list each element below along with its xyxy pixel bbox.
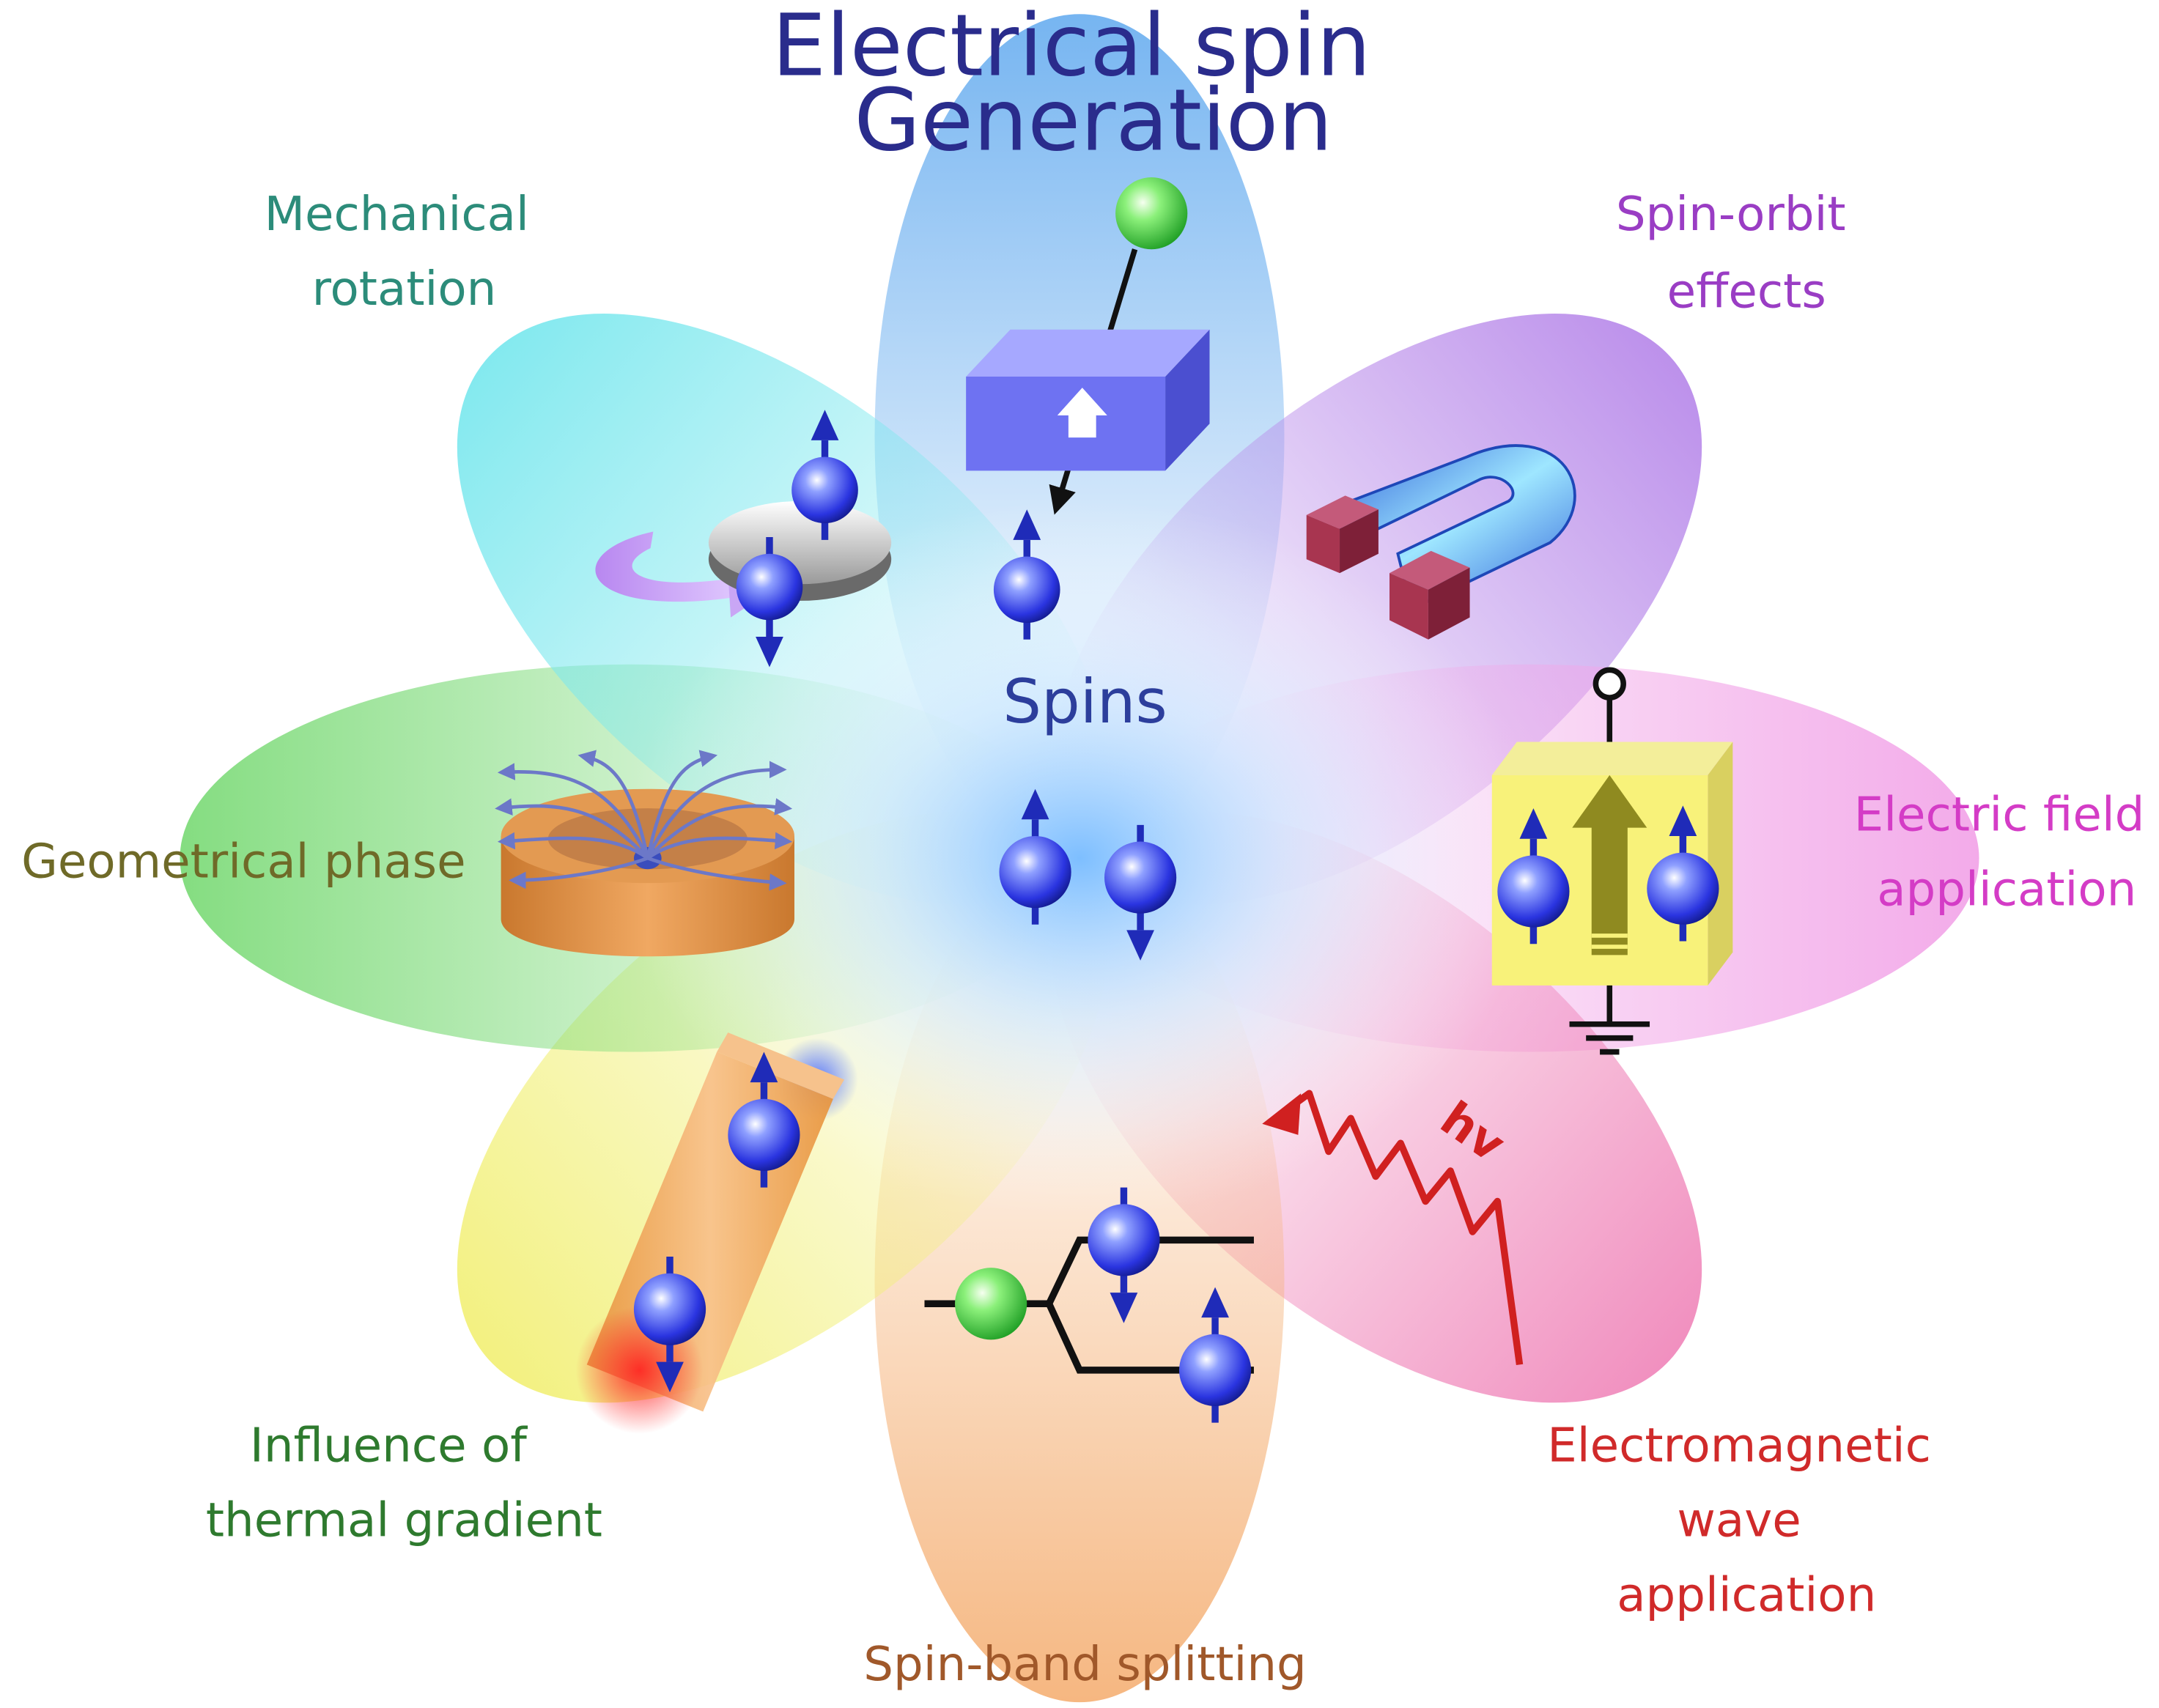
label-thermal-gradient: Influence of thermal gradient <box>206 1419 602 1548</box>
wave-arrowhead <box>1262 1093 1302 1135</box>
spin-up <box>791 410 858 540</box>
spin-up <box>993 509 1060 640</box>
electric-field-capacitor <box>1491 667 1733 1055</box>
label-electric-field-application: Electric field application <box>1854 787 2159 917</box>
center-label-spins: Spins <box>1003 666 1167 737</box>
field-line <box>497 763 649 859</box>
rotation-arrow <box>595 531 748 602</box>
field-line <box>495 798 649 859</box>
label-electrical-spin-generation: Electrical spin Generation <box>772 0 1398 170</box>
terminal-top <box>1593 667 1626 700</box>
label-electromagnetic-wave-application: Electromagnetic wave application <box>1547 1419 1946 1623</box>
spin-up <box>1178 1287 1252 1423</box>
spin-down <box>633 1257 706 1393</box>
spin-up <box>1497 808 1570 944</box>
field-line <box>646 832 793 860</box>
spin-down <box>736 537 803 668</box>
spin-up <box>999 788 1071 925</box>
wave-line <box>1277 1090 1524 1365</box>
horseshoe-magnet <box>1306 444 1576 640</box>
spin-group <box>633 410 1719 1423</box>
label-spin-orbit-effects: Spin-orbit effects <box>1616 187 1861 319</box>
magnet-pole-north <box>1306 495 1379 574</box>
magnet-pole-south <box>1389 550 1470 640</box>
label-group: Electrical spin Generation Spin-orbit ef… <box>21 0 2159 1692</box>
spin-up <box>1647 805 1719 942</box>
spin-up <box>728 1051 800 1188</box>
ferromagnet-block <box>966 329 1210 471</box>
spin-down <box>1088 1187 1160 1323</box>
spin-down <box>1104 824 1177 961</box>
field-line <box>647 856 787 891</box>
field-arrow <box>1572 774 1647 955</box>
electron-ball <box>955 1268 1027 1340</box>
label-geometrical-phase: Geometrical phase <box>21 835 465 890</box>
field-line <box>646 750 718 859</box>
field-line <box>497 832 649 860</box>
field-line <box>509 856 649 890</box>
electron-ball <box>1115 177 1188 250</box>
field-line <box>577 750 650 859</box>
field-line <box>646 798 793 859</box>
center-glow <box>622 498 1537 1219</box>
label-mechanical-rotation: Mechanical rotation <box>265 187 545 317</box>
label-spin-band-splitting: Spin-band splitting <box>863 1637 1307 1692</box>
magnetization-arrow <box>1057 388 1107 438</box>
field-line <box>646 761 787 859</box>
geometrical-phase-cylinder <box>495 750 794 957</box>
field-lines <box>495 750 793 891</box>
